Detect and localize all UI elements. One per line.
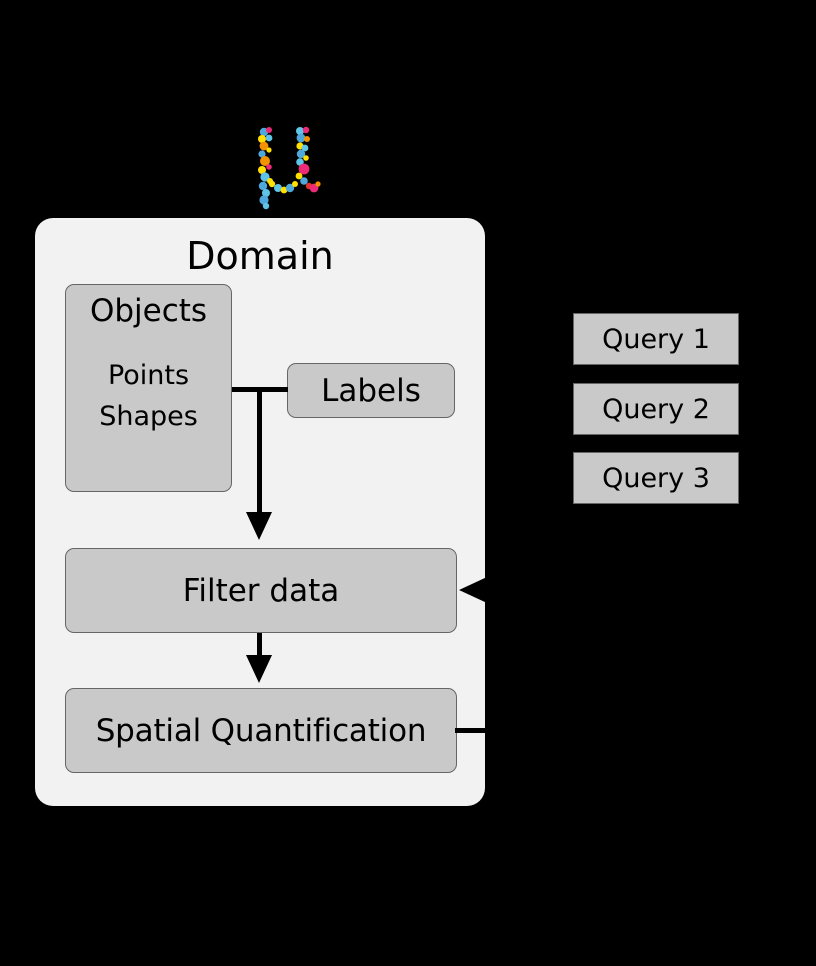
filter-data-label: Filter data <box>182 572 340 609</box>
objects-shapes-label: Shapes <box>99 401 198 432</box>
labels-label: Labels <box>321 372 421 409</box>
objects-points-label: Points <box>107 360 190 391</box>
arrowhead-to-filter-icon <box>246 512 272 540</box>
canvas-clip-mask <box>490 540 816 780</box>
connector-objects-filter <box>257 387 262 513</box>
query-2-label: Query 2 <box>602 393 710 425</box>
connector-spatial-output <box>455 728 495 733</box>
mu-logo-icon <box>250 126 322 210</box>
objects-title: Objects <box>89 293 208 329</box>
domain-title: Domain <box>186 234 334 278</box>
labels-box[interactable]: Labels <box>287 363 455 418</box>
spatial-quantification-label: Spatial Quantification <box>95 712 427 749</box>
connector-filter-spatial <box>257 633 262 659</box>
objects-subtitle: Points Shapes <box>99 355 198 437</box>
query-1-label: Query 1 <box>602 323 710 355</box>
query-box-1[interactable]: Query 1 <box>573 313 739 365</box>
spatial-quantification-box[interactable]: Spatial Quantification <box>65 688 457 773</box>
arrowhead-into-filter-icon <box>459 577 487 603</box>
query-box-2[interactable]: Query 2 <box>573 383 739 435</box>
arrowhead-to-spatial-icon <box>246 655 272 683</box>
objects-box[interactable]: Objects Points Shapes <box>65 284 232 492</box>
filter-data-box[interactable]: Filter data <box>65 548 457 633</box>
query-3-label: Query 3 <box>602 462 710 494</box>
query-box-3[interactable]: Query 3 <box>573 452 739 504</box>
